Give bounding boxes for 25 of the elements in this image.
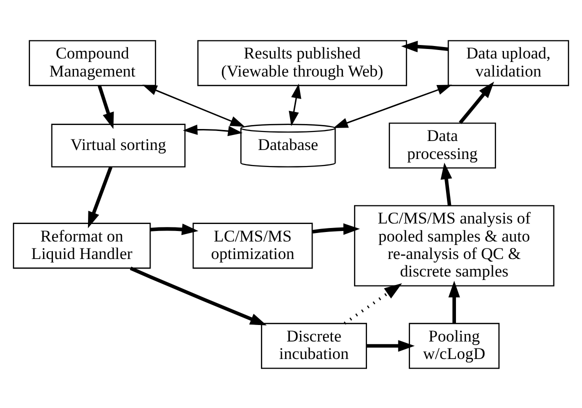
node-box: Compound Management [28, 40, 156, 86]
arrow [312, 222, 360, 234]
arrow [130, 266, 267, 325]
node-box: Data upload, validation [448, 40, 570, 86]
node-box: Pooling w/cLogD [408, 322, 500, 368]
node-box: LC/MS/MS analysis of pooled samples & auto re-analysis of QC & discrete samples [354, 204, 554, 286]
arrow [288, 83, 302, 126]
arrow [142, 84, 245, 126]
arrow [401, 40, 449, 52]
arrow [458, 81, 494, 124]
arrow [440, 162, 452, 206]
arrow [448, 280, 460, 323]
node-box: LC/MS/MS optimization [192, 222, 313, 268]
node-box: Data processing [388, 122, 496, 168]
arrow [98, 84, 114, 129]
node-box: Results published (Viewable through Web) [197, 40, 408, 86]
arrow [150, 223, 198, 235]
arrow [182, 124, 243, 136]
node-box: Discrete incubation [260, 322, 367, 368]
arrow [344, 282, 402, 324]
arrow [88, 166, 112, 228]
node-box: Reformat on Liquid Handler [12, 222, 151, 268]
node-box: Virtual sorting [51, 123, 186, 167]
arrow [333, 84, 452, 128]
arrow [366, 340, 415, 352]
